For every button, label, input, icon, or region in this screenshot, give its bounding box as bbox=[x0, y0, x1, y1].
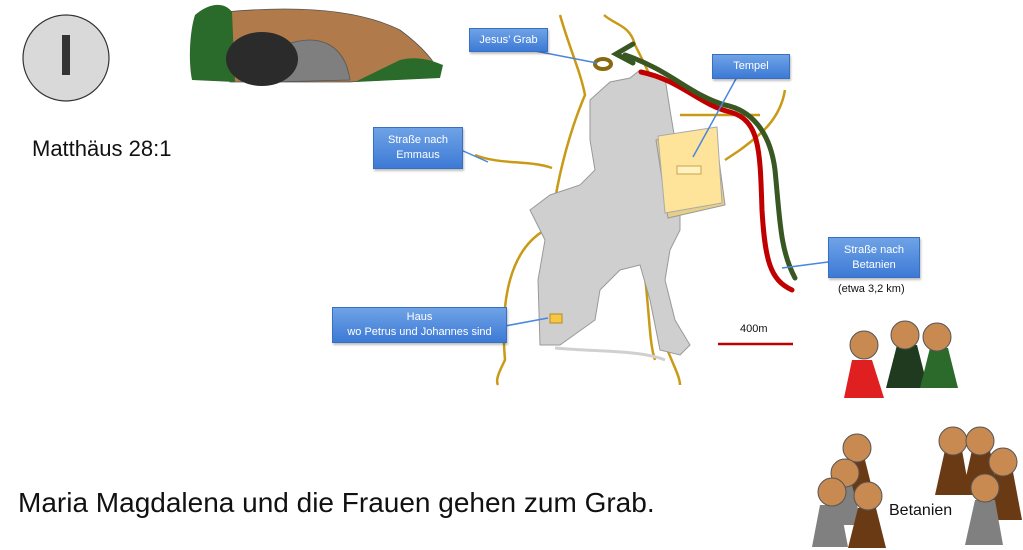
arrow-head-icon bbox=[610, 41, 636, 66]
callout-haus: Haus wo Petrus und Johannes sind bbox=[332, 307, 507, 343]
tomb-marker bbox=[593, 57, 613, 71]
callout-text: Straße nach bbox=[388, 134, 448, 146]
callout-text: wo Petrus und Johannes sind bbox=[347, 326, 492, 338]
red-route bbox=[638, 69, 795, 293]
callout-text: Haus bbox=[406, 311, 433, 323]
city-area bbox=[529, 69, 691, 356]
callout-jesus-grab: Jesus’ Grab bbox=[469, 28, 548, 52]
betanien-figures bbox=[812, 426, 1022, 548]
slide-caption: Maria Magdalena und die Frauen gehen zum… bbox=[18, 487, 655, 518]
callout-tempel: Tempel bbox=[712, 54, 790, 79]
tomb-illustration bbox=[189, 4, 443, 86]
bible-reference: Matthäus 28:1 bbox=[32, 136, 172, 161]
distance-note: (etwa 3,2 km) bbox=[838, 283, 905, 295]
green-route bbox=[622, 52, 798, 281]
callout-text: Jesus’ Grab bbox=[479, 33, 538, 46]
scale-label: 400m bbox=[740, 323, 768, 335]
women-figures bbox=[844, 320, 958, 398]
callout-text: Emmaus bbox=[396, 149, 440, 161]
betanien-label: Betanien bbox=[889, 502, 953, 519]
callout-text: Betanien bbox=[852, 258, 896, 271]
time-icon bbox=[22, 14, 110, 102]
temple-icon bbox=[655, 126, 726, 219]
callout-text: Tempel bbox=[733, 60, 769, 72]
callout-text: Straße nach bbox=[844, 243, 904, 256]
house-icon bbox=[549, 313, 563, 324]
